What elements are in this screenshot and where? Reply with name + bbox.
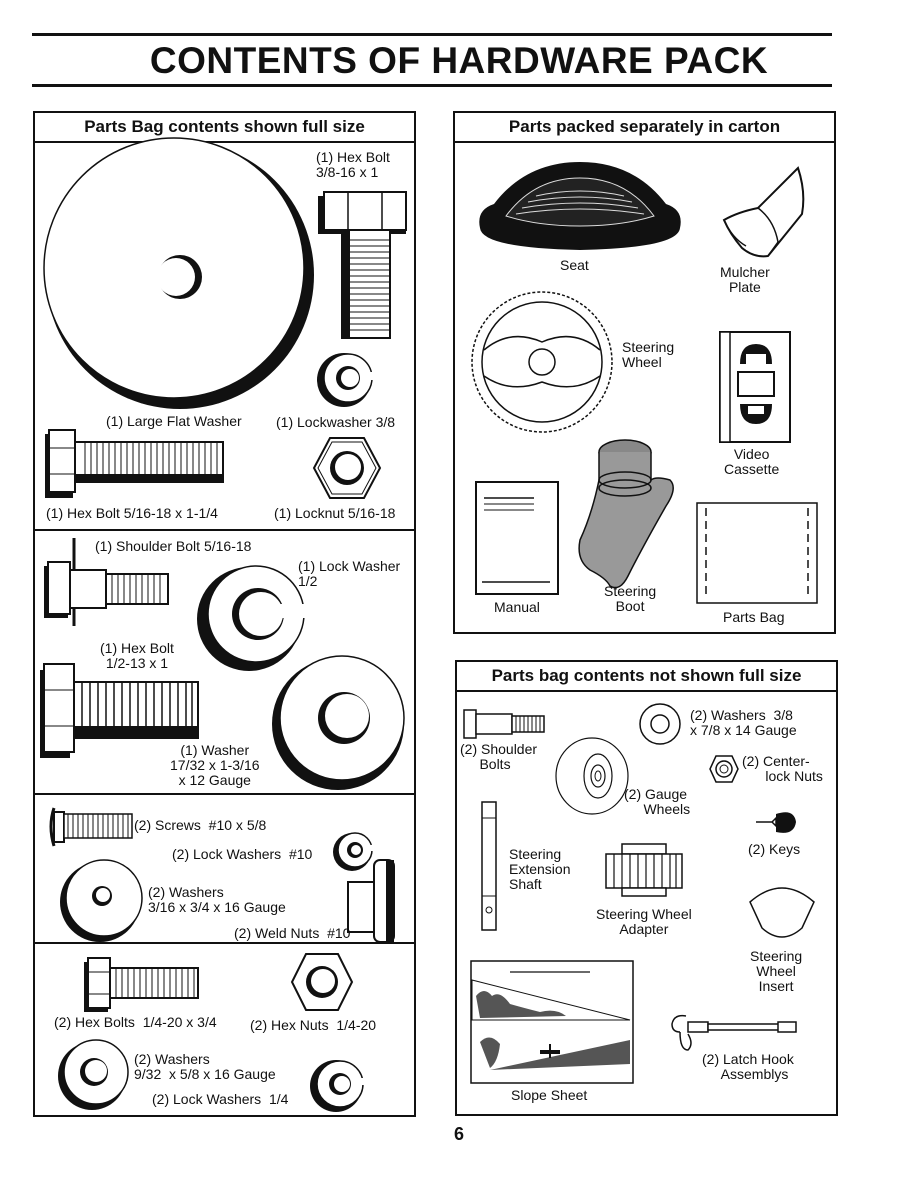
top-rule [32,33,832,36]
manual-label: Manual [494,599,540,615]
panel-heading: Parts bag contents not shown full size [457,662,836,692]
washer-icon [60,859,143,942]
hex-bolt-5-16-label: (1) Hex Bolt 5/16-18 x 1-1/4 [46,505,218,521]
video-cassette-icon [719,331,791,443]
screws-10-label: (2) Screws #10 x 5/8 [134,817,267,833]
hex-bolts-1-4-label: (2) Hex Bolts 1/4-20 x 3/4 [54,1014,217,1030]
latch-hook-assemblys-label: (2) Latch Hook Assemblys [702,1051,794,1082]
section-divider [33,942,416,944]
washers-9-32-label: (2) Washers 9/32 x 5/8 x 16 Gauge [134,1051,276,1082]
steering-wheel-adapter-icon [605,843,683,897]
seat-label: Seat [560,257,589,273]
washer-17-32-label: (1) Washer 17/32 x 1-3/16 x 12 Gauge [170,742,260,788]
title-underline [32,84,832,87]
parts-bag-full-size-panel: Parts Bag contents shown full size [33,111,416,1117]
page-number: 6 [453,1124,464,1144]
centerlock-nut-icon [709,755,739,783]
locknut-icon [312,437,382,499]
hex-nut-icon [290,953,354,1011]
shoulder-bolt-label: (1) Shoulder Bolt 5/16-18 [95,538,252,554]
shoulder-bolts-label: (2) Shoulder Bolts [460,741,538,772]
washer-icon [272,655,405,790]
weld-nuts-10-label: (2) Weld Nuts #10 [234,925,351,941]
page-title: CONTENTS OF HARDWARE PACK [149,40,769,81]
latch-hook-icon [671,1014,797,1051]
gauge-wheels-label: (2) Gauge Wheels [624,786,691,817]
lock-washer-1-2-label: (1) Lock Washer 1/2 [298,558,401,589]
center-lock-nuts-label: (2) Center- lock Nuts [742,753,823,784]
key-icon [756,812,796,833]
keys-label: (2) Keys [748,841,801,857]
video-cassette-label: Video Cassette [724,446,780,477]
hex-bolt-icon [40,663,199,758]
gauge-wheel-icon [555,737,629,815]
seat-icon [479,162,681,250]
lock-washer-icon [197,565,308,671]
large-flat-washer-label: (1) Large Flat Washer [106,413,242,429]
parts-not-full-size-panel: Parts bag contents not shown full size [455,660,838,1116]
steering-wheel-icon [471,291,613,433]
washer-icon [639,703,681,745]
washers-3-8-label: (2) Washers 3/8 x 7/8 x 14 Gauge [690,707,797,738]
parts-bag-label: Parts Bag [723,609,785,625]
lockwasher-icon [317,353,380,407]
hex-bolt-icon [84,957,199,1012]
screw-icon [49,807,133,847]
lockwasher-3-8-label: (1) Lockwasher 3/8 [276,414,396,430]
section-divider [33,529,416,531]
lock-washer-icon [333,832,378,871]
locknut-5-16-label: (1) Locknut 5/16-18 [274,505,396,521]
panel-heading: Parts Bag contents shown full size [35,113,414,143]
shoulder-bolt-icon [44,538,169,626]
hex-nuts-1-4-label: (2) Hex Nuts 1/4-20 [250,1017,377,1033]
parts-packed-separately-panel: Parts packed separately in carton [453,111,836,634]
slope-sheet-label: Slope Sheet [511,1087,588,1103]
lock-washer-icon [310,1060,372,1112]
mulcher-plate-icon [722,166,805,258]
washers-3-16-label: (2) Washers 3/16 x 3/4 x 16 Gauge [148,884,286,915]
mulcher-plate-label: Mulcher Plate [720,264,770,295]
steering-extension-shaft-label: Steering Extension Shaft [509,846,571,892]
hex-bolt-icon [45,429,224,498]
steering-extension-shaft-icon [481,801,497,931]
hex-bolt-3-8-label: (1) Hex Bolt 3/8-16 x 1 [316,149,390,180]
panel-heading: Parts packed separately in carton [455,113,834,143]
slope-sheet-icon [470,960,634,1084]
weld-nut-icon [347,859,395,943]
hex-bolt-1-2-label: (1) Hex Bolt 1/2-13 x 1 [100,640,174,671]
steering-wheel-insert-icon [749,887,815,938]
shoulder-bolt-icon [463,709,545,739]
large-flat-washer-icon [43,137,314,409]
lock-washers-1-4-label: (2) Lock Washers 1/4 [152,1091,289,1107]
lock-washers-10-label: (2) Lock Washers #10 [172,846,313,862]
steering-wheel-adapter-label: Steering Wheel Adapter [596,906,692,937]
washer-icon [58,1039,129,1110]
steering-boot-label: Steering Boot [604,583,657,614]
parts-bag-icon [696,502,818,604]
steering-boot-icon [578,439,674,589]
steering-wheel-label: Steering Wheel [622,339,675,370]
hex-bolt-icon [318,191,407,339]
manual-icon [475,481,559,595]
section-divider [33,793,416,795]
steering-wheel-insert-label: Steering Wheel Insert [750,948,803,994]
